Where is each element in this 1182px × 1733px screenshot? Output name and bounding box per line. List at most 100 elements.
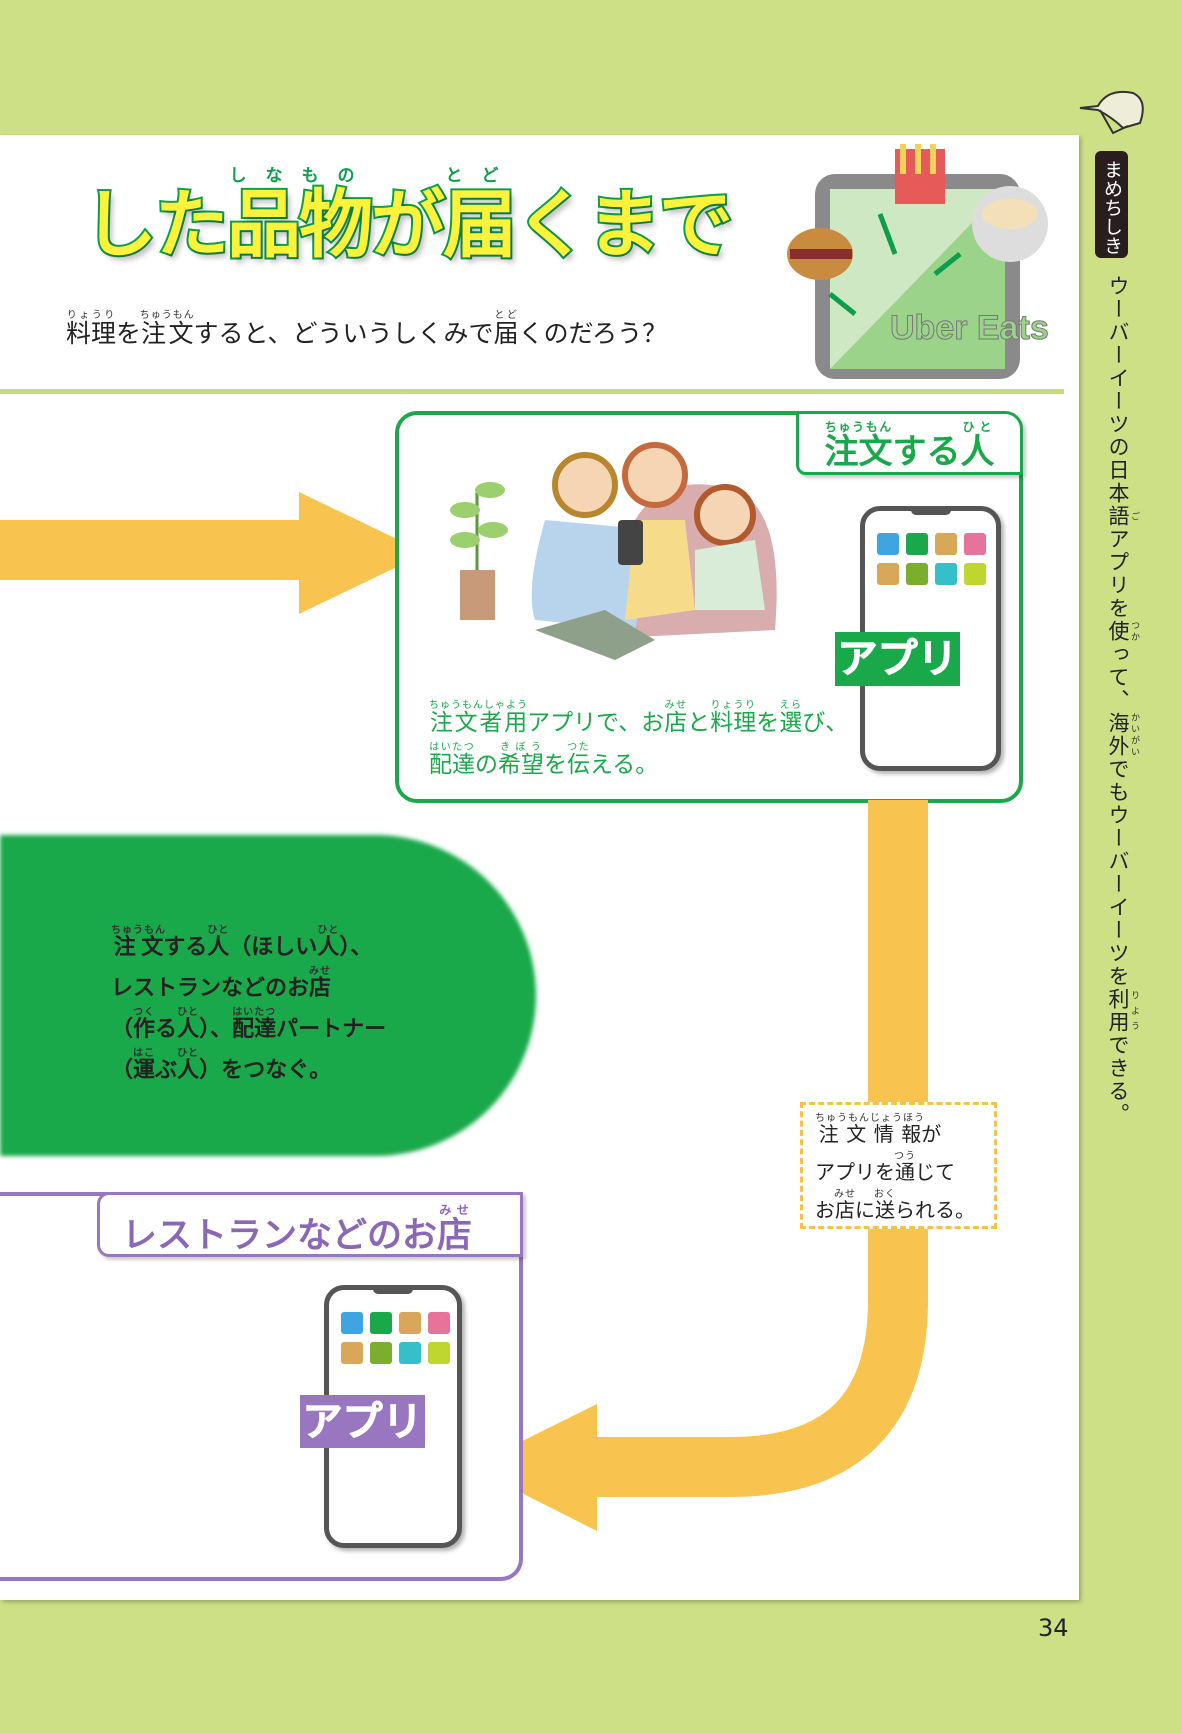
app-summary-shape [0,835,536,1156]
customer-caption: 注文者用ちゅうもんしゃようアプリで、お店みせと料理りょうりを選えらび、 配達はい… [429,700,848,784]
furigana: はこ [133,1048,156,1059]
furigana: みせ [437,1203,473,1217]
ruby-word: 注文情報ちゅうもんじょうほう [815,1113,925,1146]
app-icon [964,563,986,585]
page-number: 34 [1038,1614,1069,1642]
ruby-word: 人ひと [960,420,995,472]
ruby-word: 注文ちゅうもん [139,310,195,348]
furigana: ちゅうもんじょうほう [815,1113,925,1124]
ruby-word: 人ひと [177,1048,200,1083]
order-info-note: 注文情報ちゅうもんじょうほうが アプリを通つうじて お店みせに送おくられる。 [800,1102,997,1229]
phone-notch [373,1285,413,1294]
furigana: ひと [960,420,995,434]
ruby-base: 希望 [498,752,544,778]
text-segment: ウーバーイーツの日本 [1106,275,1130,505]
app-icon-grid [877,533,986,585]
customer-app-label: アプリ [835,632,960,686]
ruby-base: 店 [664,710,688,736]
ruby-word: 店みせ [437,1203,473,1256]
furigana: りょうり [66,310,117,321]
ruby-word: 伝つた [567,742,590,778]
ruby-base: 人 [207,935,230,960]
furigana: ちゅうもんしゃよう [429,700,528,711]
ruby-word: 注文者用ちゅうもんしゃよう [429,700,528,736]
ruby-base: 店 [437,1216,473,1256]
ruby-base: 配達 [429,752,475,778]
text-segment: （ [111,1058,134,1083]
text-segment: くまで [513,180,735,270]
text-segment: る [155,1017,178,1042]
text-segment: アプリを [815,1160,895,1184]
ruby-word: 届とど [441,166,519,270]
ruby-word: 配達はいたつ [232,1007,276,1042]
restaurant-app-label: アプリ [300,1395,425,1448]
ruby-base: 伝 [567,752,590,778]
text-segment: レストランなどのお [122,1216,438,1256]
ruby-base: 作 [133,1017,156,1042]
ruby-word: 料理りょうり [66,310,116,348]
ruby-base: 利用 [1106,988,1130,1034]
ruby-base: 語 [1106,505,1130,528]
text-segment: くのだろう？ [518,319,668,348]
app-summary-text: 注文ちゅうもんする人ひと（ほしい人ひと）、 レストランなどのお店みせ （作つくる… [111,925,386,1089]
text-segment: が [921,1122,942,1146]
app-icon [964,533,986,555]
app-icon [428,1312,450,1334]
ruby-base: 選 [779,710,803,736]
text-segment: レストランなどのお [111,976,310,1001]
furigana: みせ [309,966,332,977]
phone-notch [910,506,951,515]
caption-line: 注文者用ちゅうもんしゃようアプリで、お店みせと料理りょうりを選えらび、 [429,700,848,742]
summary-line: （運はこぶ人ひと）をつなぐ。 [111,1048,386,1089]
ruby-word: 料理りょうり [710,700,757,736]
furigana: ひと [177,1007,200,1018]
text-segment: ）、 [199,1017,233,1042]
ruby-base: 店 [834,1198,856,1222]
furigana: つう [894,1151,916,1162]
furigana: きぼう [498,742,544,753]
ruby-base: 人 [177,1058,200,1083]
uber-eats-logo: Uber Eats [890,309,1049,347]
app-icon [906,533,928,555]
app-icon [341,1342,363,1364]
ruby-word: 通つう [894,1151,916,1184]
text-segment: が [369,180,447,270]
ruby-word: 語ご [1106,505,1139,528]
furigana: とど [443,166,515,186]
furigana: ちゅうもん [139,310,195,321]
ruby-base: 料理 [710,710,757,736]
ruby-base: 店 [309,976,332,1001]
furigana: つか [1129,620,1139,643]
ruby-word: 運はこ [133,1048,155,1083]
app-icon [370,1342,392,1364]
app-icon [399,1312,421,1334]
ruby-word: 届とど [494,310,519,348]
text-segment: した [81,180,231,270]
text-segment: ）、 [339,935,373,960]
furigana: えら [779,700,803,711]
furigana: りよう [1129,988,1139,1034]
furigana: ひと [207,925,230,936]
furigana: ちゅうもん [824,420,893,434]
text-segment: って、 [1106,643,1130,712]
furigana: りょうり [710,700,757,711]
ruby-word: 店みせ [834,1189,856,1222]
ruby-base: 注文 [139,319,195,348]
ruby-word: 品物しなもの [225,166,375,270]
text-segment: （ほしい [229,935,318,960]
ruby-base: 注文情報 [815,1122,925,1146]
ruby-word: 海外かいがい [1106,712,1139,758]
furigana: つた [567,742,590,753]
family-using-app-illustration [450,442,777,660]
summary-line: 注文ちゅうもんする人ひと（ほしい人ひと）、 [111,925,386,966]
restaurant-label: レストランなどのお店みせ [97,1192,523,1257]
ruby-word: 作つく [133,1007,156,1042]
text-segment: を [756,710,780,736]
ruby-base: 通 [894,1160,916,1184]
ruby-base: 届 [441,180,519,270]
app-icon [341,1312,363,1334]
ruby-word: 選えら [779,700,803,736]
ruby-base: 海外 [1106,712,1130,758]
ruby-base: 人 [960,432,995,472]
tips-text: ウーバーイーツの日本語ごアプリを使つかって、海外かいがいでもウーバーイーツを利用… [1095,275,1139,1126]
